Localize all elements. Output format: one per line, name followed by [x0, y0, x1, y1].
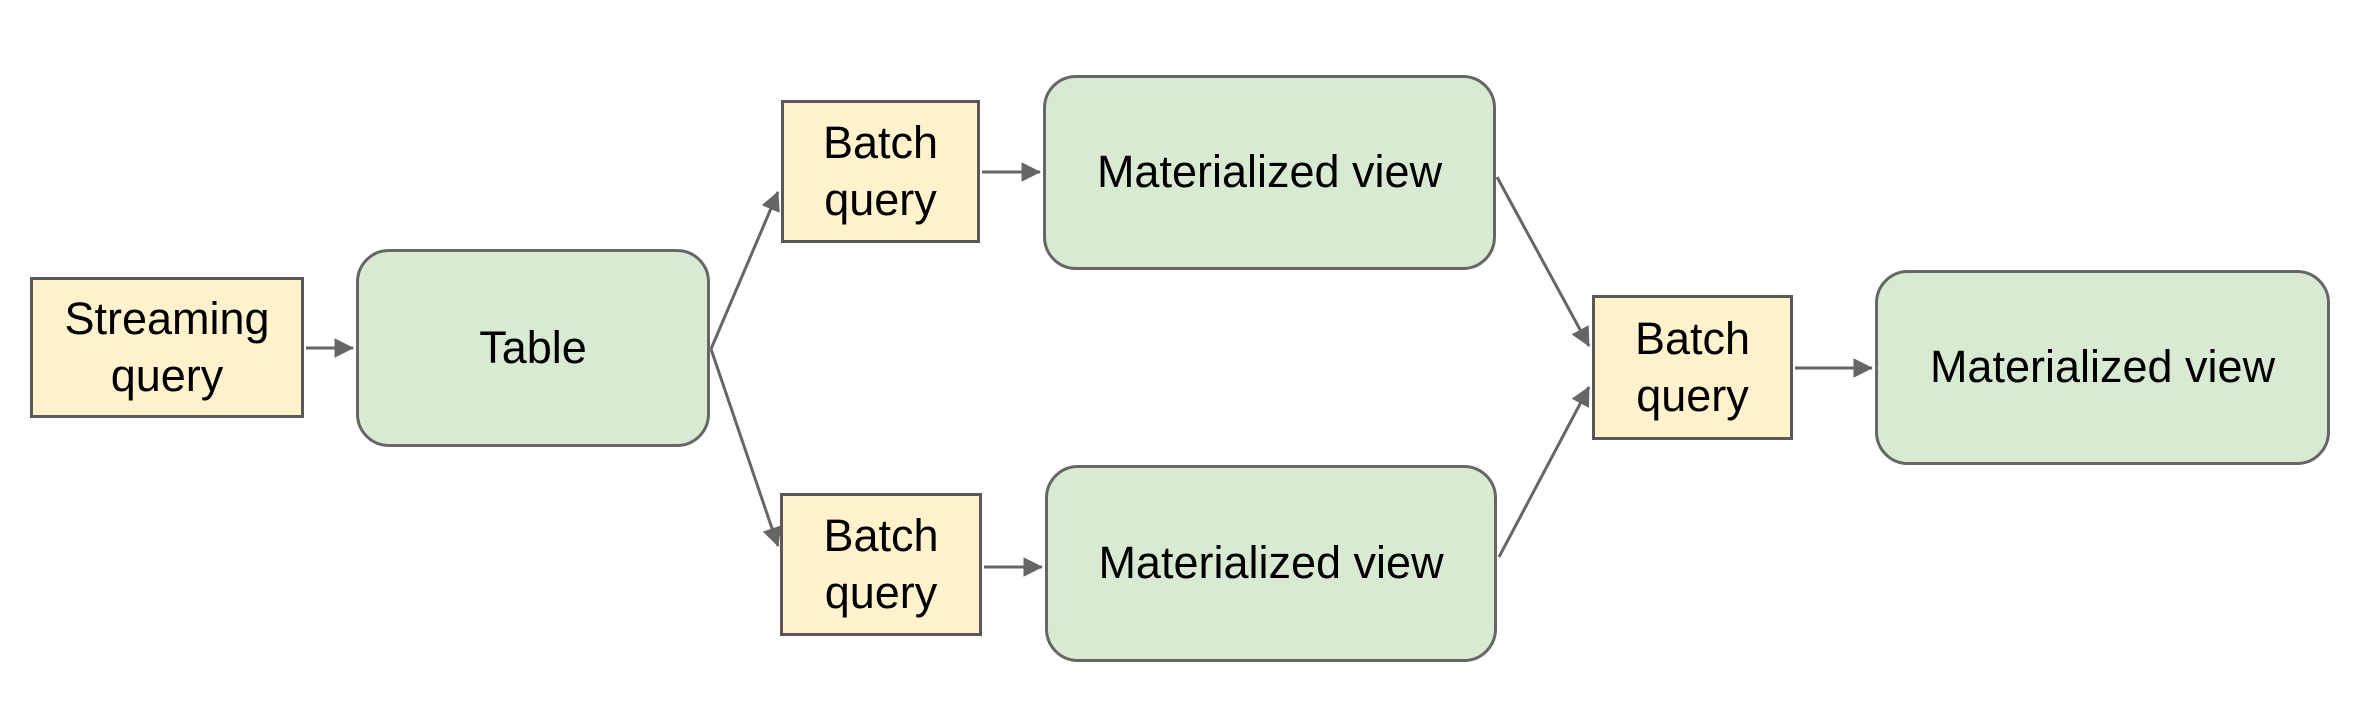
node-table: Table [356, 249, 710, 447]
node-materialized-view-final: Materialized view [1875, 270, 2330, 465]
node-batch-query-top: Batch query [781, 100, 980, 243]
node-materialized-view-final-label: Materialized view [1929, 341, 2276, 393]
node-materialized-view-bottom: Materialized view [1045, 465, 1497, 662]
node-batch-query-top-label: Batch query [822, 117, 939, 225]
node-batch-query-right-label: Batch query [1634, 313, 1751, 421]
node-batch-query-bottom-label: Batch query [823, 510, 939, 618]
node-batch-query-right: Batch query [1592, 295, 1793, 440]
edge-table-to-batch-query-bottom [709, 348, 782, 547]
node-materialized-view-top: Materialized view [1043, 75, 1496, 270]
node-materialized-view-bottom-label: Materialized view [1098, 537, 1444, 589]
node-materialized-view-top-label: Materialized view [1096, 146, 1443, 198]
node-batch-query-bottom: Batch query [780, 493, 982, 636]
node-streaming-query: Streaming query [30, 277, 304, 418]
edge-table-to-batch-query-top [709, 191, 780, 350]
edge-materialized-view-bottom-to-batch-query-right [1497, 386, 1591, 558]
node-table-label: Table [479, 321, 587, 373]
node-streaming-query-label: Streaming query [64, 293, 270, 401]
edge-materialized-view-top-to-batch-query-right [1495, 176, 1591, 347]
